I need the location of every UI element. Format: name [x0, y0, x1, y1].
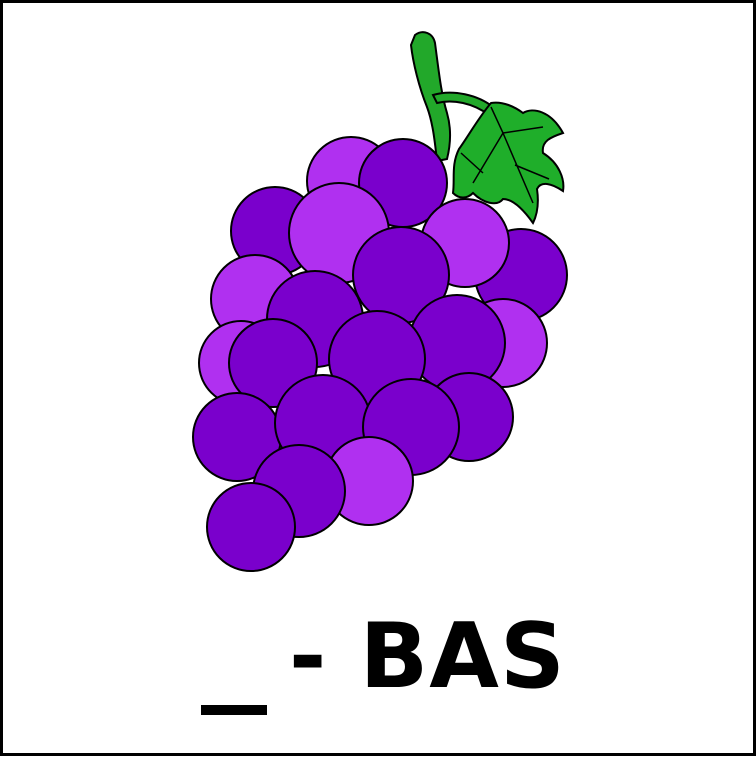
grape-stem	[409, 31, 451, 163]
grapes-icon	[192, 31, 568, 572]
leaf-veins	[460, 106, 550, 204]
grape-bunch	[192, 136, 568, 572]
word-puzzle: _ - BAS	[3, 603, 756, 723]
word-text: - BAS	[289, 604, 566, 709]
grape-berry	[206, 482, 296, 572]
grape-leaf	[451, 101, 565, 225]
blank-line	[201, 705, 267, 715]
